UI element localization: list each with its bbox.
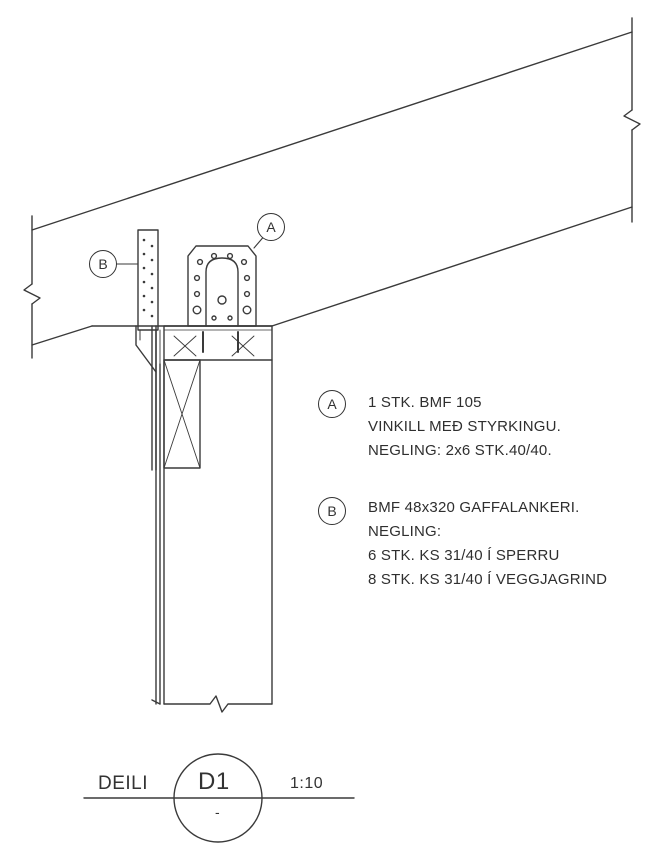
note-a-line-1: 1 STK. BMF 105 — [368, 394, 482, 411]
title-label: DEILI — [98, 773, 149, 794]
note-b-line-1: BMF 48x320 GAFFALANKERI. — [368, 499, 580, 516]
detail-number: D1 — [198, 768, 230, 795]
sheet-number: - — [215, 804, 221, 820]
scale-label: 1:10 — [290, 775, 324, 792]
title-block-graphics — [83, 753, 355, 843]
note-b-line-4: 8 STK. KS 31/40 Í VEGGJAGRIND — [368, 571, 608, 588]
note-a-line-3: NEGLING: 2x6 STK.40/40. — [368, 442, 552, 459]
note-a-marker: A — [318, 390, 346, 418]
rafter-break-right — [623, 17, 641, 223]
side-block — [163, 359, 201, 469]
callout-b: B — [89, 250, 117, 278]
note-b-marker: B — [318, 497, 346, 525]
callout-a: A — [257, 213, 285, 241]
sheathing — [135, 325, 157, 471]
fork-anchor-holes — [142, 238, 154, 318]
note-a-line-2: VINKILL MEÐ STYRKINGU. — [368, 418, 562, 435]
fork-anchor-b — [137, 229, 161, 705]
note-b-line-3: 6 STK. KS 31/40 Í SPERRU — [368, 547, 560, 564]
angle-bracket-a — [187, 245, 257, 327]
wall-frame — [159, 359, 273, 713]
rafter — [31, 31, 633, 346]
rafter-break-left — [23, 215, 41, 359]
top-plate — [163, 325, 273, 361]
note-b-line-2: NEGLING: — [368, 523, 442, 540]
